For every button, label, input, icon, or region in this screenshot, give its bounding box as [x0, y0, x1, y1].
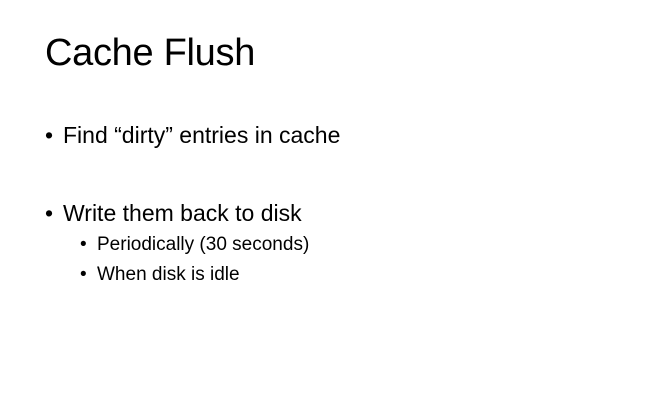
sub-bullet-text: Periodically (30 seconds) [97, 234, 310, 255]
sub-bullet-item: • Periodically (30 seconds) [80, 233, 309, 257]
bullet-item: • Write them back to disk [45, 199, 302, 227]
slide-title: Cache Flush [45, 32, 256, 74]
bullet-dot: • [80, 234, 87, 255]
bullet-dot: • [80, 264, 87, 285]
sub-bullet-item: • When disk is idle [80, 263, 240, 287]
bullet-dot: • [45, 200, 54, 226]
bullet-text: Write them back to disk [63, 200, 302, 226]
bullet-text: Find “dirty” entries in cache [63, 122, 341, 148]
bullet-dot: • [45, 122, 54, 148]
bullet-item: • Find “dirty” entries in cache [45, 121, 340, 149]
sub-bullet-text: When disk is idle [97, 264, 240, 285]
